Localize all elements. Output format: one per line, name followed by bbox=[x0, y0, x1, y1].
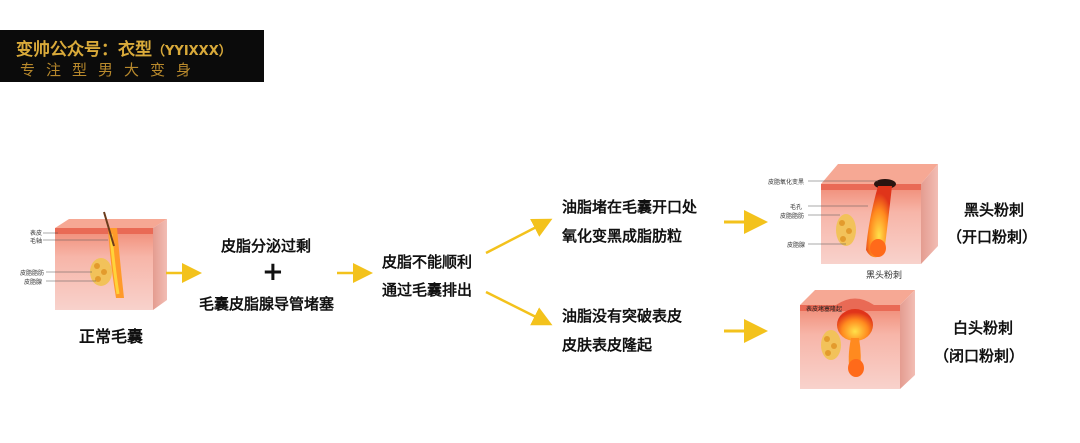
blackhead-caption: 黑头粉刺 bbox=[866, 271, 903, 281]
banner-title-row: 变帅公众号：衣型（YYIXXX） bbox=[16, 35, 232, 60]
plus-sign: + bbox=[262, 257, 284, 287]
middle-line-2: 通过毛囊排出 bbox=[382, 281, 473, 299]
banner-handle: （YYIXXX） bbox=[152, 44, 232, 59]
whitehead-label-raised: 表皮堵塞隆起 bbox=[806, 306, 843, 313]
normal-label-hair-shaft: 毛轴 bbox=[30, 238, 43, 245]
lower-branch-line-1: 油脂没有突破表皮 bbox=[562, 307, 683, 325]
cause-line-1: 皮脂分泌过剩 bbox=[221, 237, 312, 255]
upper-branch-line-1: 油脂堵在毛囊开口处 bbox=[562, 198, 698, 216]
blackhead-label-pore: 毛孔 bbox=[790, 204, 803, 211]
arrow-branch-upper bbox=[485, 218, 553, 255]
whitehead-title: 白头粉刺 bbox=[953, 319, 1014, 337]
banner-slogan: 专注型男大变身 bbox=[20, 61, 203, 79]
normal-label-sebum-fat: 皮脂脂肪 bbox=[20, 270, 45, 277]
blackhead-illustration bbox=[808, 164, 938, 264]
blackhead-label-oxidized: 皮脂氧化变黑 bbox=[768, 179, 805, 186]
cause-line-2: 毛囊皮脂腺导管堵塞 bbox=[199, 295, 335, 313]
blackhead-label-sebum-fat: 皮脂脂肪 bbox=[780, 213, 805, 220]
normal-follicle-illustration bbox=[43, 211, 167, 310]
whitehead-subtitle: （闭口粉刺） bbox=[934, 347, 1025, 365]
blackhead-title: 黑头粉刺 bbox=[964, 201, 1025, 219]
normal-follicle-caption: 正常毛囊 bbox=[79, 327, 144, 346]
blackhead-subtitle: （开口粉刺） bbox=[947, 228, 1038, 246]
normal-label-sebaceous-gland: 皮脂腺 bbox=[24, 279, 43, 286]
upper-branch-line-2: 氧化变黑成脂肪粒 bbox=[562, 227, 683, 245]
lower-branch-line-2: 皮肤表皮隆起 bbox=[562, 336, 653, 354]
banner-title: 变帅公众号：衣型 bbox=[16, 40, 152, 60]
normal-label-epidermis: 表皮 bbox=[30, 230, 43, 237]
middle-line-1: 皮脂不能顺利 bbox=[382, 253, 473, 271]
blackhead-label-gland: 皮脂腺 bbox=[787, 242, 806, 249]
whitehead-illustration bbox=[800, 290, 915, 389]
arrow-branch-lower bbox=[485, 290, 553, 326]
brand-banner: 变帅公众号：衣型（YYIXXX） 专注型男大变身 bbox=[0, 30, 264, 82]
